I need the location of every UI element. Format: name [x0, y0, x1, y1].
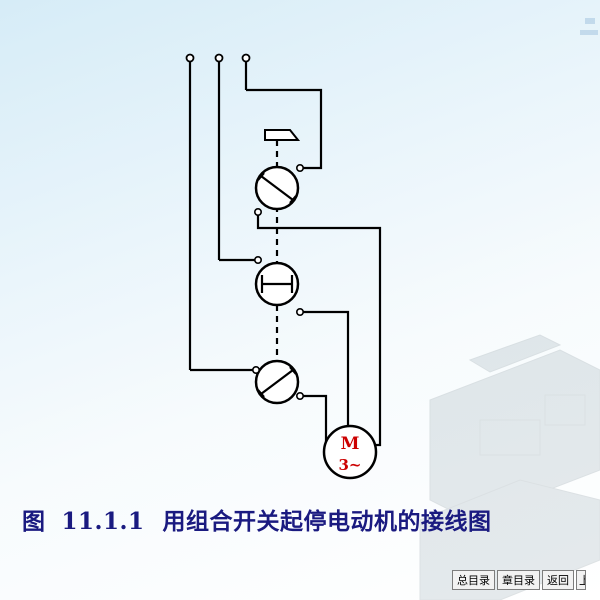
- motor-symbol: M 3~: [322, 424, 378, 480]
- supply-terminals: [185, 53, 251, 63]
- nav-button-previous[interactable]: 上: [576, 570, 586, 590]
- switch-handle-icon: [264, 129, 301, 141]
- switch-contact-1: [254, 164, 304, 217]
- switch-contact-3: [252, 359, 304, 405]
- wire-to-motor-2: [300, 310, 350, 428]
- navigation-bar: 总目录 章目录 返回 上: [452, 570, 586, 590]
- nav-button-back[interactable]: 返回: [542, 570, 574, 590]
- nav-button-main-contents[interactable]: 总目录: [452, 570, 495, 590]
- figure-number: 11.1.1: [61, 508, 145, 535]
- figure-label: 图: [22, 508, 46, 535]
- motor-label-line1: M: [341, 434, 360, 454]
- wire-to-motor-1: [256, 212, 382, 447]
- motor-label-line2: 3~: [338, 456, 361, 474]
- nav-button-chapter-contents[interactable]: 章目录: [497, 570, 540, 590]
- figure-caption: 图 11.1.1 用组合开关起停电动机的接线图: [22, 502, 600, 536]
- wire-to-motor-3: [300, 394, 330, 447]
- switch-contact-2: [254, 255, 304, 316]
- figure-title: 用组合开关起停电动机的接线图: [162, 508, 492, 535]
- corner-logo: [580, 18, 598, 35]
